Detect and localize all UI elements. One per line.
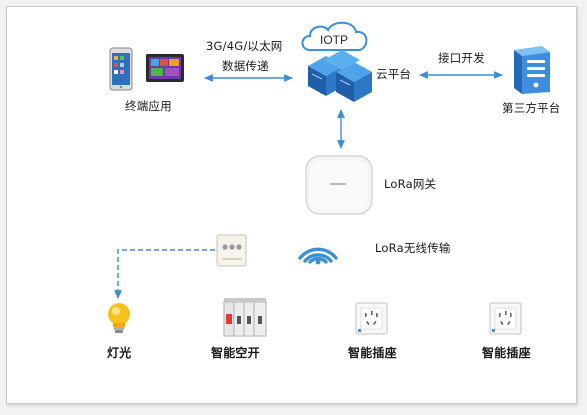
third-party-label: 第三方平台 (502, 101, 561, 115)
third-party-node (510, 44, 554, 96)
terminal-node (108, 46, 188, 96)
server-icon (514, 46, 550, 94)
light-bulb-icon (108, 303, 130, 333)
light-switch-icon (216, 234, 247, 267)
wall-socket-icon (489, 302, 522, 335)
wireless-label: LoRa无线传输 (375, 241, 451, 255)
terminal-label: 终端应用 (125, 99, 172, 113)
dashed-switch-light (114, 249, 215, 299)
socket-1-node (355, 302, 389, 336)
cloud-title: IOTP (320, 33, 348, 47)
cloud-label: 云平台 (376, 67, 412, 81)
smartphone-icon (109, 47, 133, 91)
air-switch-node (222, 296, 270, 340)
wall-socket-icon (355, 302, 388, 335)
air-switch-label: 智能空开 (211, 346, 260, 360)
cloud-icon (301, 21, 368, 51)
edge-label-network: 3G/4G/以太网 (206, 39, 283, 53)
edge-label-api: 接口开发 (438, 51, 485, 65)
socket-1-label: 智能插座 (348, 346, 397, 360)
cloud-node: IOTP (296, 16, 406, 106)
switch-node (216, 234, 248, 268)
access-point-icon (305, 155, 373, 215)
socket-2-label: 智能插座 (482, 346, 531, 360)
wireless-node (296, 232, 340, 268)
wireless-signal-icon (298, 247, 338, 265)
light-node (104, 300, 134, 340)
gateway-node (304, 154, 376, 218)
circuit-breaker-icon (223, 298, 267, 337)
edge-label-data-transfer: 数据传递 (222, 59, 269, 73)
light-label: 灯光 (107, 346, 132, 360)
gateway-label: LoRa网关 (384, 177, 437, 191)
tablet-icon (146, 54, 184, 82)
server-rack-icon (308, 50, 372, 102)
socket-2-node (489, 302, 523, 336)
